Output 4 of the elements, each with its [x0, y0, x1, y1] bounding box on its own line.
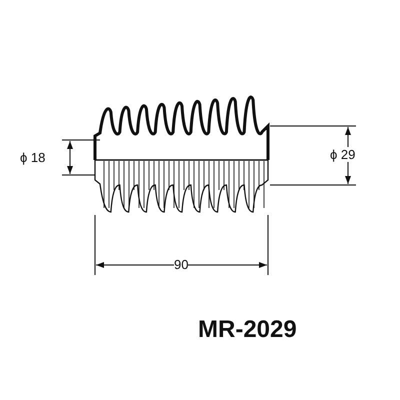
- part-number: MR-2029: [198, 316, 297, 344]
- dimension-label: ϕ 29: [330, 147, 356, 162]
- dimension-label: 90: [174, 257, 188, 272]
- dimension-label: ϕ 18: [20, 150, 46, 165]
